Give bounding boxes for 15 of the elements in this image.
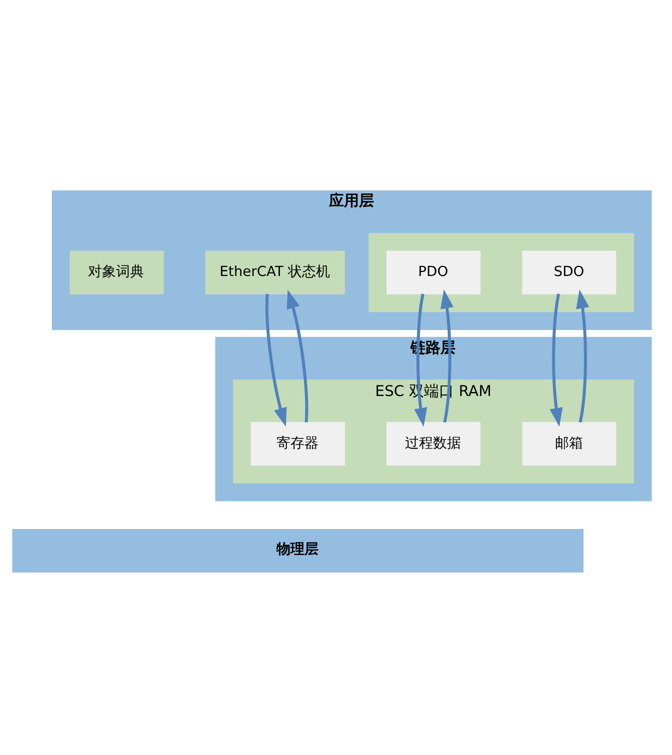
node-box: 邮箱: [522, 422, 616, 466]
arrow: [550, 294, 563, 427]
node-box: PDO: [386, 250, 481, 294]
cluster: [368, 232, 634, 312]
node-box: 过程数据: [386, 422, 481, 466]
node-box: SDO: [522, 250, 616, 294]
node-box: 物理层: [12, 528, 584, 573]
arrow: [286, 290, 308, 422]
arrow: [576, 290, 590, 423]
node-box: EtherCAT 状态机: [205, 250, 345, 294]
node-box: 对象词典: [70, 250, 164, 294]
arrow: [414, 294, 428, 427]
node-box: 寄存器: [250, 422, 345, 466]
arrow: [265, 294, 287, 427]
arrow: [440, 290, 454, 423]
